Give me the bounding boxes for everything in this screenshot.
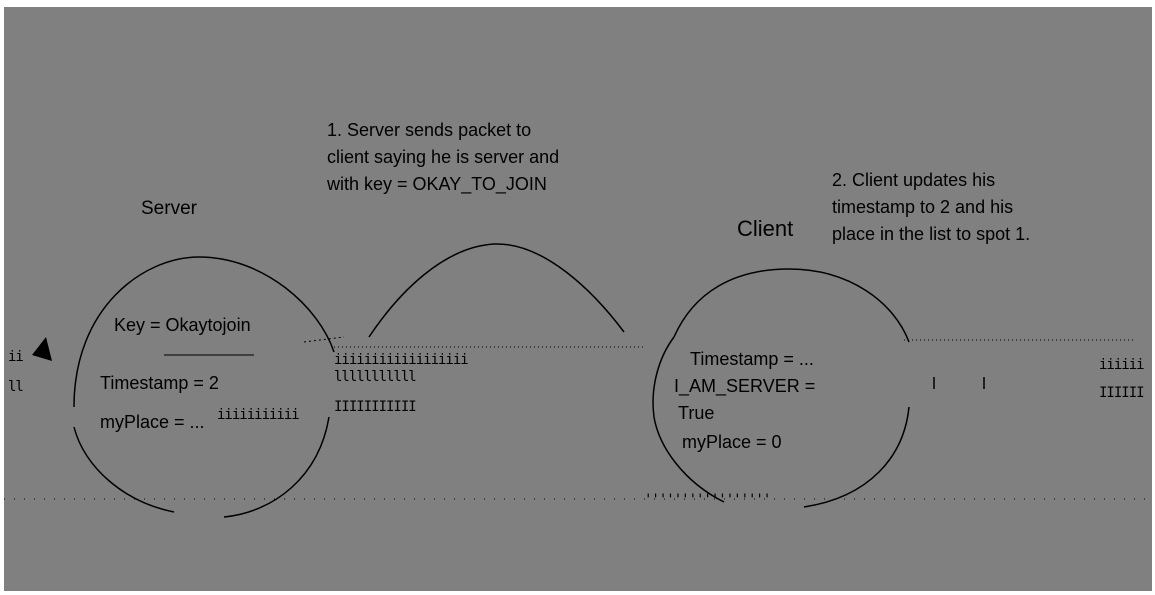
diagram-canvas: Server Key = Okaytojoin Timestamp = 2 my…: [4, 7, 1152, 591]
server-timestamp: Timestamp = 2: [100, 373, 219, 393]
client-true: True: [678, 403, 715, 423]
step2-line3: place in the list to spot 1.: [832, 224, 1031, 244]
server-my-place: myPlace = ...: [100, 412, 205, 432]
noise-artifact: lllllllllll: [334, 369, 417, 385]
noise-artifact: ll: [8, 379, 24, 395]
step2-line2: timestamp to 2 and his: [832, 197, 1014, 217]
server-circle: [73, 256, 335, 518]
noise-artifact: iiiiii: [1099, 357, 1145, 373]
noise-artifact: ii: [8, 349, 24, 365]
client-i-am-server: I_AM_SERVER =: [674, 376, 816, 396]
client-my-place: myPlace = 0: [682, 432, 782, 452]
step1-line1: 1. Server sends packet to: [327, 120, 532, 140]
server-key: Key = Okaytojoin: [114, 315, 251, 335]
step2-line1: 2. Client updates his: [832, 170, 996, 190]
arrowhead-icon: [32, 337, 52, 361]
step1-line2: client saying he is server and: [327, 147, 560, 167]
server-title: Server: [141, 198, 197, 219]
noise-artifact: iiiiiiiiiii: [217, 407, 300, 423]
client-timestamp: Timestamp = ...: [690, 349, 814, 369]
packet-arc: [368, 243, 625, 338]
client-title: Client: [737, 216, 794, 241]
noise-artifact: IIIIII: [1099, 385, 1145, 401]
client-circle: [652, 268, 910, 508]
noise-artifact: iiiiiiiiiiiiiiiiii: [334, 352, 469, 368]
step1-line3: with key = OKAY_TO_JOIN: [327, 174, 547, 194]
noise-artifact: ''''''''''''''''': [644, 492, 771, 508]
noise-artifact: IIIIIIIIIII: [334, 399, 417, 415]
diagram-lines: [4, 243, 1152, 518]
